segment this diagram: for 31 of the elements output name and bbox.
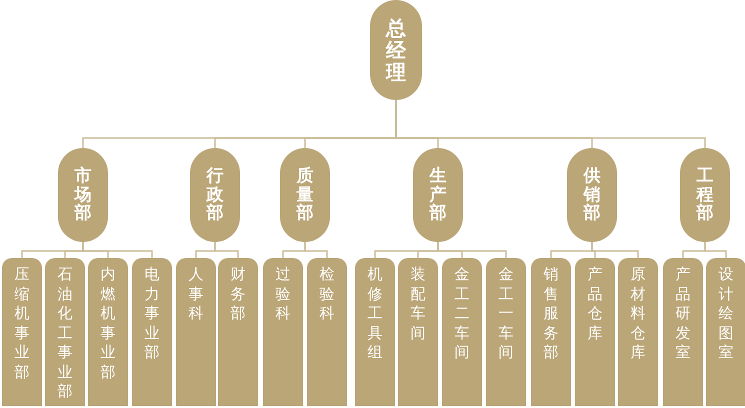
department-box: 过验科: [263, 258, 303, 406]
connector-line: [395, 100, 706, 148]
position-pill: 生产部: [413, 148, 463, 242]
position-pill: 市场部: [58, 148, 108, 242]
department-box: 检验科: [307, 258, 347, 406]
position-pill: 行政部: [190, 148, 240, 242]
connector-line: [214, 242, 239, 258]
department-box: 原材料仓库: [618, 258, 658, 406]
department-box: 压缩机事业部: [2, 258, 42, 406]
position-pill: 总经理: [370, 0, 422, 100]
position-pill: 质量部: [280, 148, 330, 242]
department-box: 产品研发室: [663, 258, 703, 406]
connector-line: [437, 242, 507, 258]
department-box: 销售服务部: [531, 258, 571, 406]
department-box: 内燃机事业部: [88, 258, 128, 406]
connector-line: [704, 242, 727, 258]
department-box: 电力事业部: [132, 258, 172, 406]
department-box: 人事科: [176, 258, 216, 406]
department-box: 装配车间: [398, 258, 438, 406]
department-box: 金工二车间: [442, 258, 482, 406]
department-box: 设计绘图室: [706, 258, 745, 406]
department-box: 机修工具组: [355, 258, 395, 406]
position-pill: 工程部: [680, 148, 730, 242]
connector-line: [591, 242, 639, 258]
department-box: 财务部: [218, 258, 258, 406]
department-box: 产品仓库: [575, 258, 615, 406]
department-box: 石油化工事业部: [45, 258, 85, 406]
department-box: 金工一车间: [486, 258, 526, 406]
connector-line: [82, 242, 153, 258]
position-pill: 供销部: [567, 148, 617, 242]
connector-line: [304, 242, 328, 258]
